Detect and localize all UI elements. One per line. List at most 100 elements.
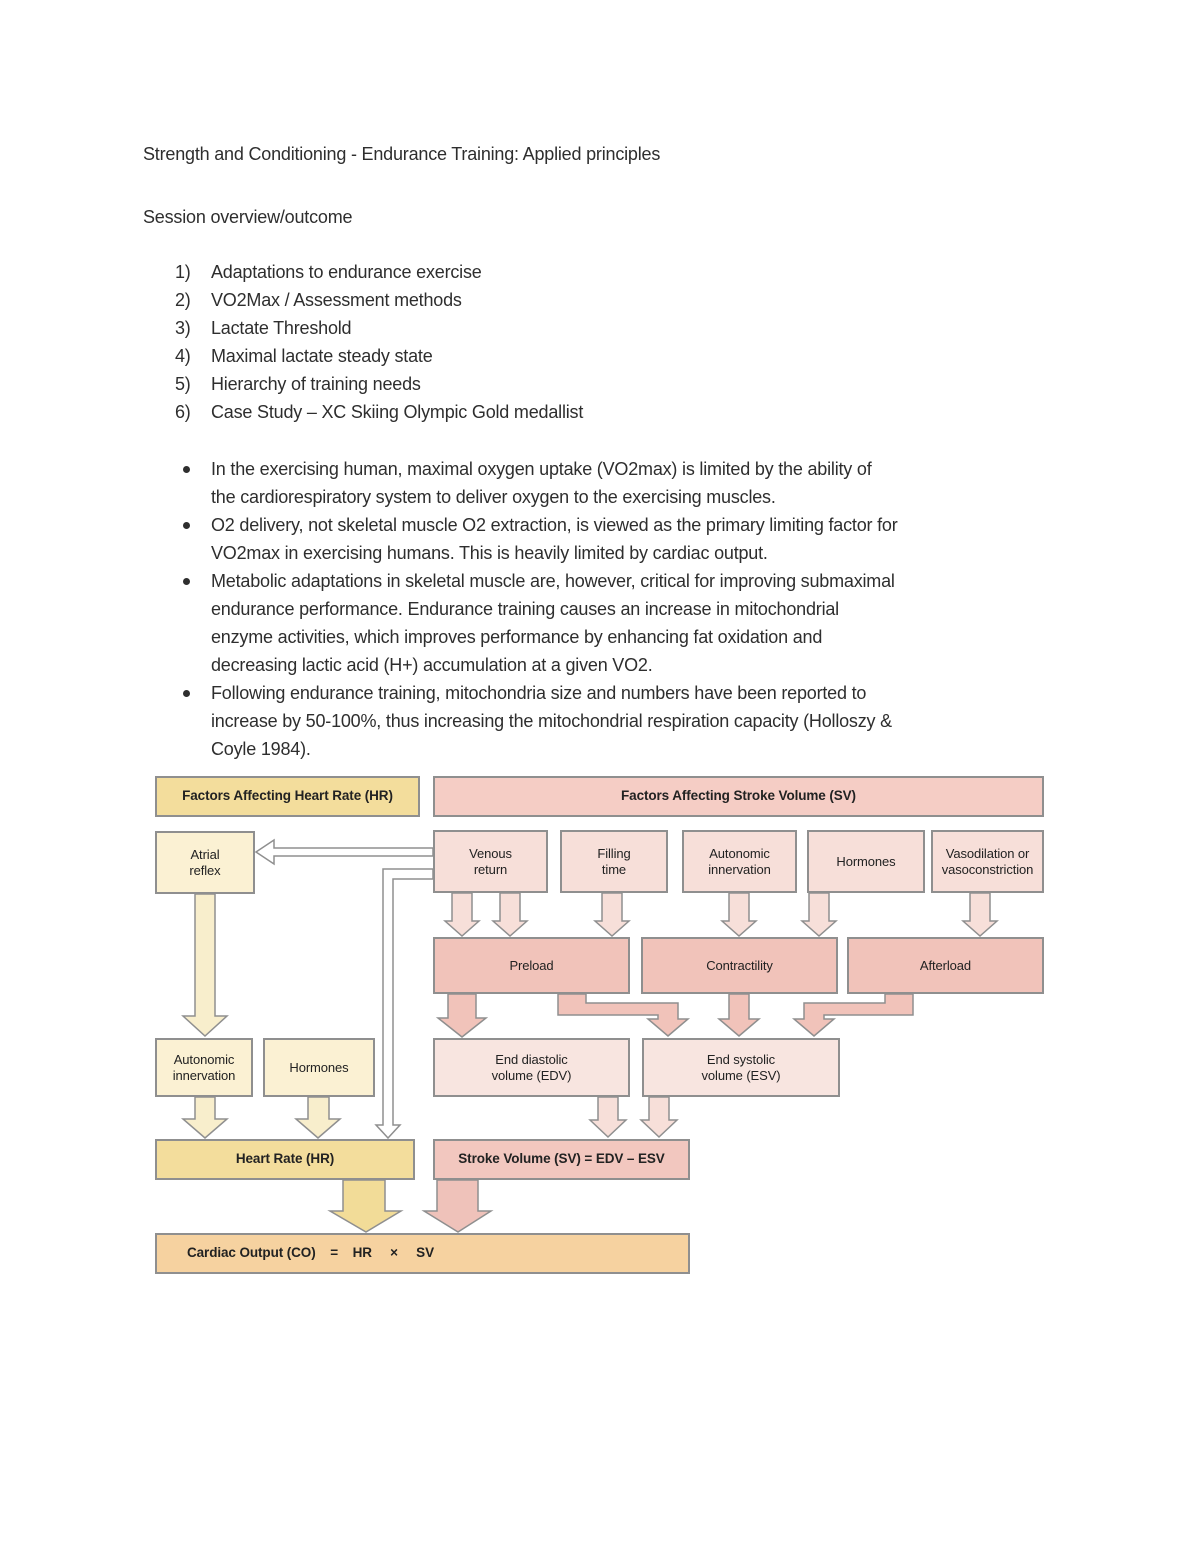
box-edv: End diastolic volume (EDV) — [433, 1038, 630, 1097]
header-label: Factors Affecting Stroke Volume (SV) — [621, 788, 856, 804]
bullet-item: In the exercising human, maximal oxygen … — [143, 455, 1103, 511]
bullet-line: VO2max in exercising humans. This is hea… — [211, 543, 768, 563]
list-item: 1) Adaptations to endurance exercise — [143, 258, 1103, 286]
box-label: Venous return — [469, 845, 512, 877]
bullet-line: Coyle 1984). — [211, 739, 311, 759]
arrow-heart-rate-to-cardiac-output — [327, 1179, 404, 1233]
arrow-hormones-to-contractility — [800, 892, 838, 938]
list-number: 4) — [175, 346, 191, 366]
bullet-icon — [179, 511, 211, 567]
box-preload: Preload — [433, 937, 630, 994]
box-label: End systolic volume (ESV) — [701, 1051, 781, 1083]
arrow-filling-to-preload — [593, 892, 631, 938]
box-hormones-hr: Hormones — [263, 1038, 375, 1097]
list-text: Lactate Threshold — [211, 318, 352, 338]
arrow-preload-to-esv — [557, 993, 691, 1037]
bullet-line: Following endurance training, mitochondr… — [211, 683, 867, 703]
box-venous-return: Venous return — [433, 830, 548, 893]
header-factors-heart-rate: Factors Affecting Heart Rate (HR) — [155, 776, 420, 817]
arrow-contractility-to-esv — [716, 993, 762, 1037]
bullet-line: Metabolic adaptations in skeletal muscle… — [211, 571, 895, 591]
bullet-icon — [179, 455, 211, 511]
box-stroke-volume: Stroke Volume (SV) = EDV – ESV — [433, 1139, 690, 1180]
box-label: Autonomic innervation — [708, 845, 771, 877]
box-autonomic-innervation-sv: Autonomic innervation — [682, 830, 797, 893]
box-label: Filling time — [597, 845, 631, 877]
list-number: 1) — [175, 262, 191, 282]
section-heading: Session overview/outcome — [143, 207, 353, 227]
list-text: Maximal lactate steady state — [211, 346, 433, 366]
flowchart-arrows — [180, 838, 999, 1233]
list-number: 3) — [175, 318, 191, 338]
arrow-autonomic-to-contractility — [720, 892, 758, 938]
bullet-text: In the exercising human, maximal oxygen … — [211, 455, 872, 511]
box-label: Stroke Volume (SV) = EDV – ESV — [458, 1151, 665, 1167]
bullet-line: enzyme activities, which improves perfor… — [211, 627, 823, 647]
arrow-preload-to-edv — [435, 993, 489, 1038]
box-label: End diastolic volume (EDV) — [491, 1051, 572, 1083]
bullet-text: O2 delivery, not skeletal muscle O2 extr… — [211, 511, 898, 567]
list-item: 6) Case Study – XC Skiing Olympic Gold m… — [143, 398, 1103, 426]
arrow-stroke-volume-to-cardiac-output — [421, 1179, 494, 1233]
box-vasodilation: Vasodilation or vasoconstriction — [931, 830, 1044, 893]
box-label: Contractility — [706, 957, 773, 973]
arrow-autonomic-to-heart-rate — [180, 1096, 230, 1139]
box-label: Cardiac Output (CO) = HR × SV — [187, 1245, 434, 1261]
text-block: Strength and Conditioning - Endurance Tr… — [143, 140, 1103, 763]
bullet-icon — [179, 567, 211, 679]
box-label: Heart Rate (HR) — [235, 1151, 335, 1167]
arrow-atrial-to-autonomic — [181, 893, 229, 1038]
box-label: Afterload — [919, 957, 972, 973]
bullet-line: decreasing lactic acid (H+) accumulation… — [211, 655, 653, 675]
arrow-venous-to-preload-1 — [443, 892, 481, 938]
header-label: Factors Affecting Heart Rate (HR) — [182, 788, 393, 804]
arrow-edv-to-stroke-volume — [588, 1096, 628, 1139]
bullet-line: In the exercising human, maximal oxygen … — [211, 459, 872, 479]
bullet-icon — [179, 679, 211, 763]
list-number: 2) — [175, 290, 191, 310]
box-cardiac-output: Cardiac Output (CO) = HR × SV — [155, 1233, 690, 1274]
list-item: 5) Hierarchy of training needs — [143, 370, 1103, 398]
box-label: Autonomic innervation — [172, 1051, 236, 1083]
arrow-afterload-to-esv — [791, 993, 914, 1037]
box-atrial-reflex: Atrial reflex — [155, 831, 255, 894]
list-text: Adaptations to endurance exercise — [211, 262, 482, 282]
arrow-venous-to-heart-rate — [374, 868, 434, 1140]
arrow-venous-to-preload-2 — [491, 892, 529, 938]
list-number: 5) — [175, 374, 191, 394]
bullet-line: O2 delivery, not skeletal muscle O2 extr… — [211, 515, 898, 535]
box-esv: End systolic volume (ESV) — [642, 1038, 840, 1097]
list-item: 2) VO2Max / Assessment methods — [143, 286, 1103, 314]
arrow-venous-to-atrial — [254, 838, 434, 866]
bullet-line: endurance performance. Endurance trainin… — [211, 599, 839, 619]
list-text: Case Study – XC Skiing Olympic Gold meda… — [211, 402, 584, 422]
box-filling-time: Filling time — [560, 830, 668, 893]
header-factors-stroke-volume: Factors Affecting Stroke Volume (SV) — [433, 776, 1044, 817]
list-text: Hierarchy of training needs — [211, 374, 421, 394]
box-heart-rate: Heart Rate (HR) — [155, 1139, 415, 1180]
box-autonomic-innervation-hr: Autonomic innervation — [155, 1038, 253, 1097]
box-label: Vasodilation or vasoconstriction — [941, 845, 1034, 877]
bullet-item: Following endurance training, mitochondr… — [143, 679, 1103, 763]
box-afterload: Afterload — [847, 937, 1044, 994]
box-label: Atrial reflex — [189, 846, 221, 878]
bullet-list: In the exercising human, maximal oxygen … — [143, 455, 1103, 763]
box-label: Preload — [509, 957, 554, 973]
arrow-vasodilation-to-afterload — [961, 892, 999, 938]
arrow-hormones-to-heart-rate — [293, 1096, 343, 1139]
page-title: Strength and Conditioning - Endurance Tr… — [143, 144, 661, 164]
bullet-line: the cardiorespiratory system to deliver … — [211, 487, 776, 507]
bullet-text: Metabolic adaptations in skeletal muscle… — [211, 567, 895, 679]
bullet-text: Following endurance training, mitochondr… — [211, 679, 892, 763]
box-label: Hormones — [289, 1059, 349, 1075]
arrow-esv-to-stroke-volume — [639, 1096, 679, 1139]
bullet-item: Metabolic adaptations in skeletal muscle… — [143, 567, 1103, 679]
box-contractility: Contractility — [641, 937, 838, 994]
box-hormones-sv: Hormones — [807, 830, 925, 893]
bullet-line: increase by 50-100%, thus increasing the… — [211, 711, 892, 731]
list-number: 6) — [175, 402, 191, 422]
numbered-list: 1) Adaptations to endurance exercise 2) … — [143, 258, 1103, 426]
bullet-item: O2 delivery, not skeletal muscle O2 extr… — [143, 511, 1103, 567]
list-item: 3) Lactate Threshold — [143, 314, 1103, 342]
